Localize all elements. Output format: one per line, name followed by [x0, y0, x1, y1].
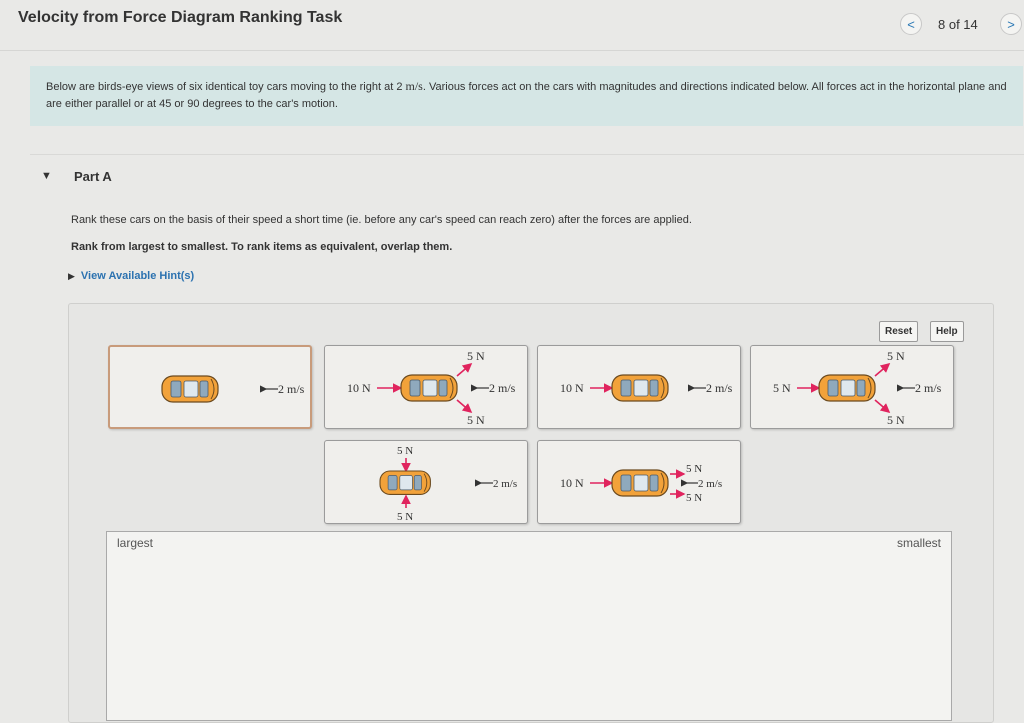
page-title: Velocity from Force Diagram Ranking Task	[18, 9, 343, 26]
hint-expand-icon: ▶	[68, 271, 75, 281]
car-icon	[161, 375, 219, 403]
velocity-label: 2 m/s	[915, 381, 942, 395]
car-card-4[interactable]: 5 N 5 N 5 N 2 m/s	[750, 345, 954, 429]
velocity-label: 2 m/s	[493, 478, 517, 490]
car-icon	[379, 470, 431, 495]
lower-force-label: 5 N	[686, 492, 702, 504]
next-item-button[interactable]: >	[1000, 13, 1022, 35]
velocity-label: 2 m/s	[278, 382, 305, 396]
upper-force-arrow	[456, 362, 473, 377]
part-collapse-icon[interactable]: ▼	[41, 170, 52, 182]
header-bar: Velocity from Force Diagram Ranking Task…	[0, 0, 1024, 51]
lower-force-label: 5 N	[887, 413, 905, 427]
help-button[interactable]: Help	[930, 321, 964, 342]
hint-label: View Available Hint(s)	[80, 270, 195, 282]
car-diagram-6: 10 N 5 N 2 m/s 5 N	[560, 463, 722, 504]
question-prompt: Rank these cars on the basis of their sp…	[71, 214, 692, 226]
reset-button[interactable]: Reset	[879, 321, 919, 342]
upper-force-arrow	[874, 362, 891, 377]
car-icon	[818, 374, 876, 402]
car-card-5[interactable]: 5 N 5 N 2 m/s	[324, 440, 528, 524]
left-force-label: 10 N	[560, 476, 584, 490]
top-force-label: 5 N	[397, 445, 413, 457]
car-diagram-1: 2 m/s	[161, 375, 305, 403]
upper-force-label: 5 N	[887, 349, 905, 363]
separator	[30, 154, 1024, 155]
smallest-label: smallest	[896, 536, 941, 550]
car-card-1[interactable]: 2 m/s	[108, 345, 312, 429]
car-icon	[611, 374, 669, 402]
car-icon	[611, 469, 669, 497]
question-instruction: Rank from largest to smallest. To rank i…	[71, 241, 453, 253]
lower-force-arrow	[456, 399, 473, 414]
car-card-2[interactable]: 10 N 5 N 5 N 2 m/s	[324, 345, 528, 429]
left-force-label: 10 N	[347, 381, 371, 395]
lower-force-label: 5 N	[467, 413, 485, 427]
car-diagram-5: 5 N 5 N 2 m/s	[379, 445, 517, 523]
upper-force-label: 5 N	[686, 463, 702, 475]
intro-text-start: Below are birds-eye views of six identic…	[46, 81, 406, 93]
view-hints-link[interactable]: ▶ View Available Hint(s)	[68, 270, 194, 282]
intro-text-end: . Various forces act on the cars with ma…	[46, 81, 1007, 110]
car-card-3[interactable]: 10 N 2 m/s	[537, 345, 741, 429]
part-label[interactable]: Part A	[74, 169, 112, 184]
velocity-label: 2 m/s	[698, 478, 722, 490]
car-diagram-3: 10 N 2 m/s	[560, 374, 733, 402]
car-diagram-2: 10 N 5 N 5 N 2 m/s	[347, 349, 516, 427]
left-force-label: 5 N	[773, 381, 791, 395]
lower-force-arrow	[874, 399, 891, 414]
intro-unit: m/s	[405, 79, 423, 93]
left-force-label: 10 N	[560, 381, 584, 395]
largest-label: largest	[117, 536, 154, 550]
ranking-drop-zone[interactable]: largest smallest	[106, 531, 952, 721]
item-counter: 8 of 14	[938, 17, 978, 32]
car-diagram-4: 5 N 5 N 5 N 2 m/s	[773, 349, 942, 427]
car-card-6[interactable]: 10 N 5 N 2 m/s 5 N	[537, 440, 741, 524]
upper-force-label: 5 N	[467, 349, 485, 363]
velocity-label: 2 m/s	[489, 381, 516, 395]
intro-panel: Below are birds-eye views of six identic…	[30, 66, 1023, 126]
prev-item-button[interactable]: <	[900, 13, 922, 35]
bottom-force-label: 5 N	[397, 511, 413, 523]
car-icon	[400, 374, 458, 402]
velocity-label: 2 m/s	[706, 381, 733, 395]
